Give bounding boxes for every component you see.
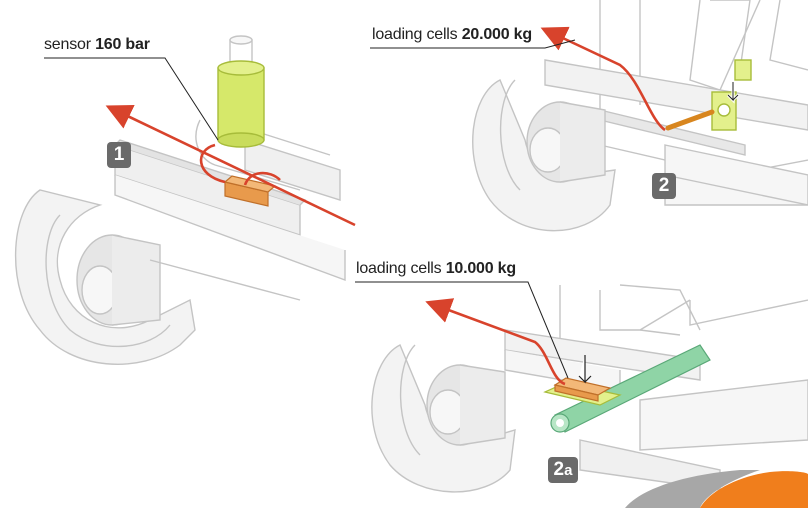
cells-10t-label-prefix: loading cells [356, 260, 446, 277]
panel-2a-drawing [371, 284, 808, 493]
load-pin-2 [665, 109, 715, 131]
signal-wire-2 [540, 26, 666, 132]
green-suspension-bar [550, 344, 711, 433]
cells-10t-callout-line [355, 281, 569, 379]
signal-wire-2a [425, 298, 566, 386]
sensor-label: sensor 160 bar [44, 36, 150, 54]
suspension-tube-1 [244, 139, 341, 201]
badge-1: 1 [107, 142, 131, 168]
panel-2-drawing [472, 0, 808, 232]
pressure-sensor-body [217, 35, 265, 148]
brand-logo [625, 470, 808, 508]
load-cell-plate-2a [543, 377, 622, 406]
badge-2-text: 2 [658, 175, 670, 196]
cells-20t-label-value: 20.000 kg [461, 26, 532, 43]
badge-2a-sub: a [564, 462, 573, 479]
cells-20t-callout-line [370, 39, 576, 49]
load-arrow-2a [578, 355, 592, 384]
badge-2a-main: 2 [553, 459, 565, 480]
cells-20t-label-prefix: loading cells [372, 26, 462, 43]
sensor-callout-line [44, 57, 219, 141]
cells-20t-label: loading cells 20.000 kg [372, 26, 532, 44]
panel-1-drawing [14, 119, 346, 365]
cells-10t-label-value: 10.000 kg [445, 260, 516, 277]
signal-wire-1 [105, 105, 356, 227]
sensor-label-value: 160 bar [95, 36, 150, 53]
wheel-1 [14, 189, 196, 365]
sensor-label-prefix: sensor [44, 36, 96, 53]
badge-2: 2 [652, 173, 676, 199]
cells-10t-label: loading cells 10.000 kg [356, 260, 516, 278]
badge-1-text: 1 [113, 144, 125, 165]
badge-2a: 2a [548, 457, 578, 483]
